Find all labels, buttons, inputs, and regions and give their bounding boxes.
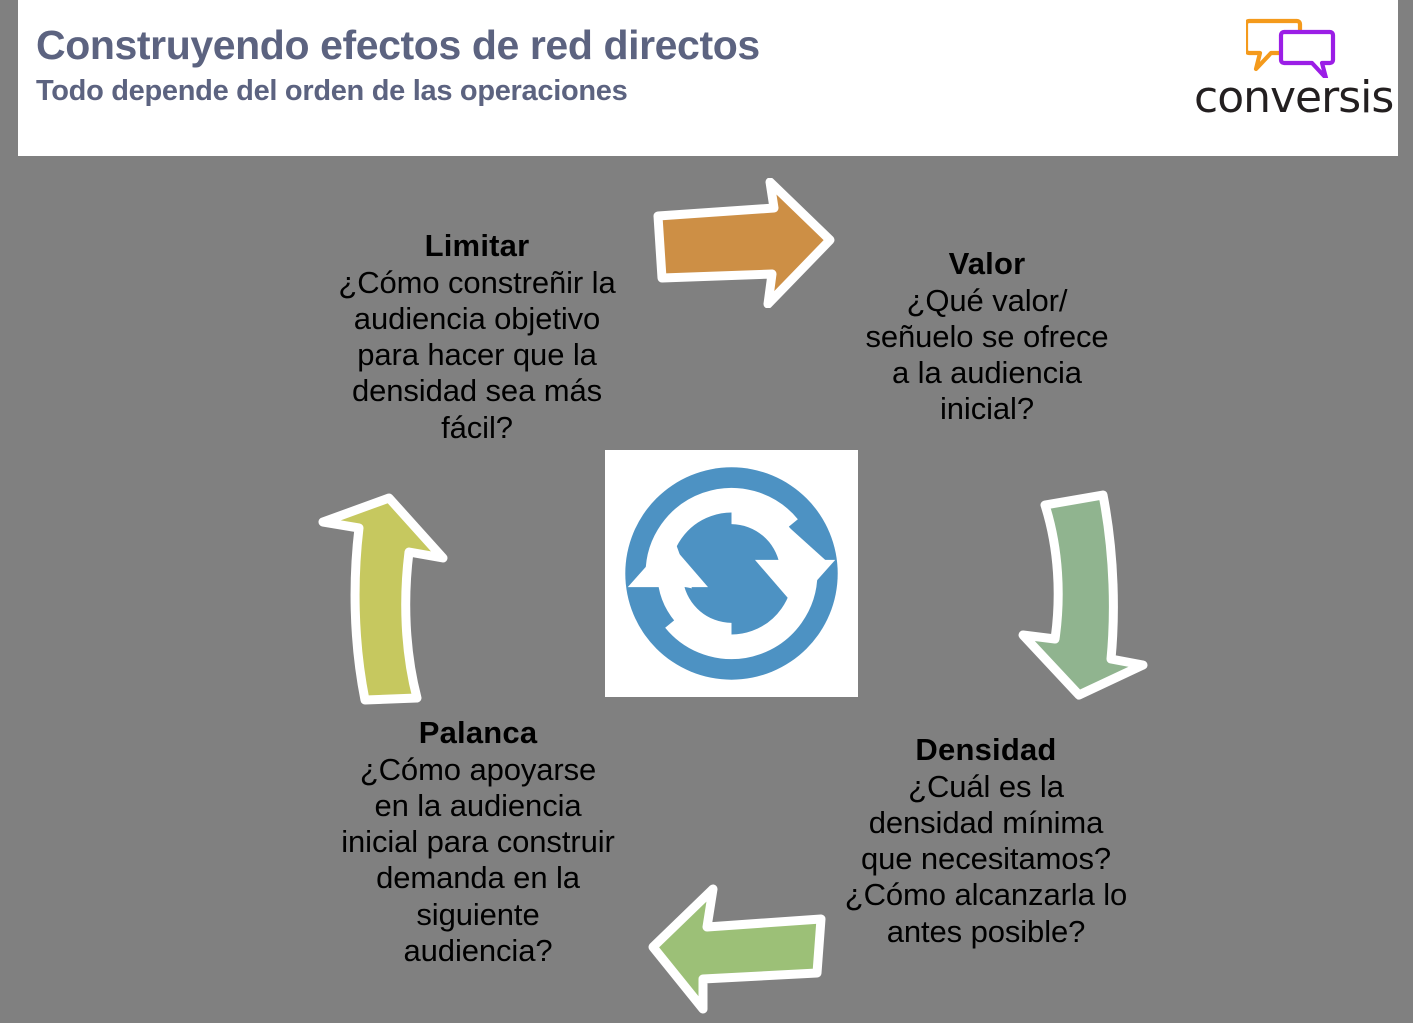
arrow-right-orange (648, 177, 838, 309)
node-limitar-title: Limitar (424, 228, 530, 263)
page-subtitle: Todo depende del orden de las operacione… (36, 75, 628, 108)
node-palanca-title: Palanca (418, 715, 538, 750)
node-densidad: Densidad ¿Cuál es la densidad mínima que… (800, 732, 1172, 950)
node-valor-title: Valor (948, 246, 1026, 281)
logo-wordmark: conversis (1194, 72, 1394, 123)
node-palanca-body: ¿Cómo apoyarse en la audiencia inicial p… (341, 751, 615, 968)
header-text-block: Construyendo efectos de red directos Tod… (36, 22, 1036, 108)
arrow-up-olive (305, 492, 450, 714)
arrow-left-green (645, 877, 830, 1017)
node-valor-body: ¿Qué valor/ señuelo se ofrece a la audie… (865, 282, 1109, 427)
node-densidad-body: ¿Cuál es la densidad mínima que necesita… (844, 768, 1128, 949)
arrow-down-green (1015, 487, 1165, 702)
node-densidad-title: Densidad (915, 732, 1057, 767)
node-limitar: Limitar ¿Cómo constreñir la audiencia ob… (282, 228, 672, 446)
page-title: Construyendo efectos de red directos (36, 22, 760, 68)
node-valor: Valor ¿Qué valor/ señuelo se ofrece a la… (822, 246, 1152, 428)
node-limitar-body: ¿Cómo constreñir la audiencia objetivo p… (338, 264, 616, 445)
speech-bubbles-icon (1243, 16, 1336, 83)
conversis-logo: conversis (1194, 14, 1394, 139)
cycle-refresh-icon (605, 450, 858, 697)
slide-header: Construyendo efectos de red directos Tod… (18, 0, 1398, 156)
node-palanca: Palanca ¿Cómo apoyarse en la audiencia i… (292, 715, 664, 969)
